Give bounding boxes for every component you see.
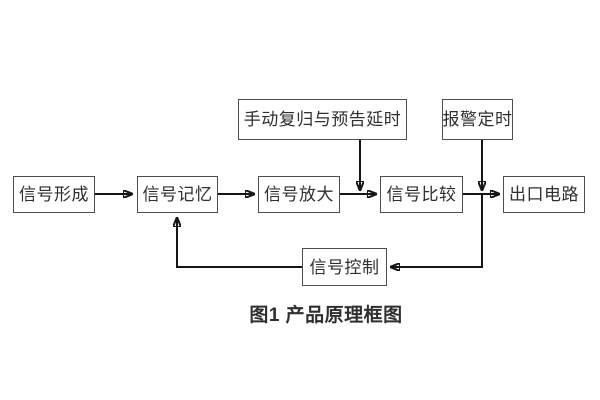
node-signal-forming-label: 信号形成: [19, 185, 89, 204]
node-manual-reset-delay-label: 手动复归与预告延时: [243, 110, 402, 129]
node-manual-reset-delay: 手动复归与预告延时: [238, 99, 407, 140]
edge-junction-to-control: [391, 194, 483, 267]
edge-control-to-memory: [177, 218, 302, 268]
node-output-circuit: 出口电路: [503, 176, 585, 213]
node-signal-amplify: 信号放大: [258, 176, 340, 213]
node-signal-memory: 信号记忆: [137, 176, 218, 213]
node-signal-compare-label: 信号比较: [386, 185, 457, 204]
node-signal-amplify-label: 信号放大: [264, 185, 334, 204]
node-signal-memory-label: 信号记忆: [142, 185, 213, 204]
node-alarm-timer-label: 报警定时: [442, 110, 513, 129]
node-signal-forming: 信号形成: [13, 176, 95, 213]
node-alarm-timer: 报警定时: [442, 99, 513, 140]
diagram-caption: 图1 产品原理框图: [249, 305, 403, 326]
node-signal-control-label: 信号控制: [309, 257, 380, 277]
node-signal-control: 信号控制: [302, 248, 387, 286]
node-output-circuit-label: 出口电路: [509, 185, 579, 204]
node-signal-compare: 信号比较: [380, 176, 463, 213]
